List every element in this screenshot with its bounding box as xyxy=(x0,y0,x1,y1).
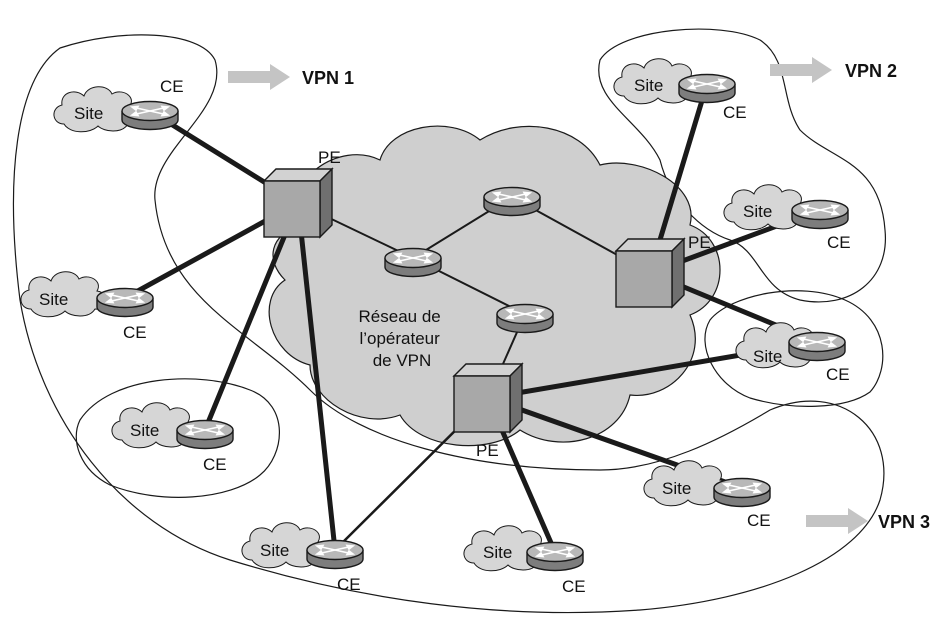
router-icon xyxy=(713,477,771,508)
site-label: Site xyxy=(662,479,691,498)
site-label: Site xyxy=(260,541,289,560)
site-label: Site xyxy=(753,347,782,366)
router-icon xyxy=(788,331,846,362)
router-icon xyxy=(496,303,554,334)
core-router-b xyxy=(483,186,541,217)
core-router-c xyxy=(496,303,554,334)
ce-label: CE xyxy=(123,323,147,342)
ce-label: CE xyxy=(826,365,850,384)
site-vpn1-top: Site CE xyxy=(53,77,184,133)
pe-router-icon xyxy=(453,363,523,433)
link-pe1-ce3 xyxy=(202,200,301,433)
site-label: Site xyxy=(130,421,159,440)
ce-label: CE xyxy=(562,577,586,596)
vpn2-marker: VPN 2 xyxy=(770,57,897,83)
arrow-icon xyxy=(228,64,290,90)
router-icon xyxy=(121,100,179,131)
router-icon xyxy=(306,539,364,570)
site-vpn1-mid: Site CE xyxy=(20,271,154,342)
site-vpn2-right: Site CE xyxy=(723,184,851,252)
router-icon xyxy=(483,186,541,217)
arrow-icon xyxy=(806,508,868,534)
site-label: Site xyxy=(483,543,512,562)
pe-router-icon xyxy=(615,238,685,308)
site-lower-left: Site CE xyxy=(111,402,234,474)
ce-label: CE xyxy=(827,233,851,252)
link-pe1-ce4 xyxy=(295,200,338,553)
vpn3-label: VPN 3 xyxy=(878,512,930,532)
pe-router-1: PE xyxy=(263,148,341,238)
vpn-lower-left-boundary xyxy=(75,378,280,498)
pe-router-2: PE xyxy=(615,233,711,308)
vpn1-label: VPN 1 xyxy=(302,68,354,88)
router-icon xyxy=(176,419,234,450)
site-vpn2-top: Site CE xyxy=(613,58,747,122)
core-router-a xyxy=(384,247,442,278)
pe-label: PE xyxy=(476,441,499,460)
ce-label: CE xyxy=(160,77,184,96)
pe-router-3: PE xyxy=(453,363,523,460)
pe-label: PE xyxy=(318,148,341,167)
core-network-cloud xyxy=(268,125,721,447)
ce-label: CE xyxy=(337,575,361,594)
vpn3-site-boundary xyxy=(704,290,884,407)
site-vpn3-right: Site CE xyxy=(643,460,771,530)
router-icon xyxy=(791,199,849,230)
ce-label: CE xyxy=(723,103,747,122)
vpn1-boundary xyxy=(12,34,885,614)
site-label: Site xyxy=(634,76,663,95)
site-bottom-center: Site CE xyxy=(463,525,586,596)
ce-label: CE xyxy=(747,511,771,530)
pe-label: PE xyxy=(688,233,711,252)
vpn2-boundary xyxy=(598,28,886,303)
site-bottom-left: Site CE xyxy=(241,522,364,594)
router-icon xyxy=(96,287,154,318)
vpn2-label: VPN 2 xyxy=(845,61,897,81)
site-label: Site xyxy=(39,290,68,309)
arrow-icon xyxy=(770,57,832,83)
ce-label: CE xyxy=(203,455,227,474)
pe-router-icon xyxy=(263,168,333,238)
site-vpn3-circled: Site CE xyxy=(735,322,850,384)
router-icon xyxy=(526,541,584,572)
vpn3-marker: VPN 3 xyxy=(806,508,930,534)
site-label: Site xyxy=(743,202,772,221)
vpn1-marker: VPN 1 xyxy=(228,64,354,90)
site-label: Site xyxy=(74,104,103,123)
core-network-label: Réseau de l’opérateur de VPN xyxy=(359,307,446,370)
router-icon xyxy=(384,247,442,278)
router-icon xyxy=(678,73,736,104)
